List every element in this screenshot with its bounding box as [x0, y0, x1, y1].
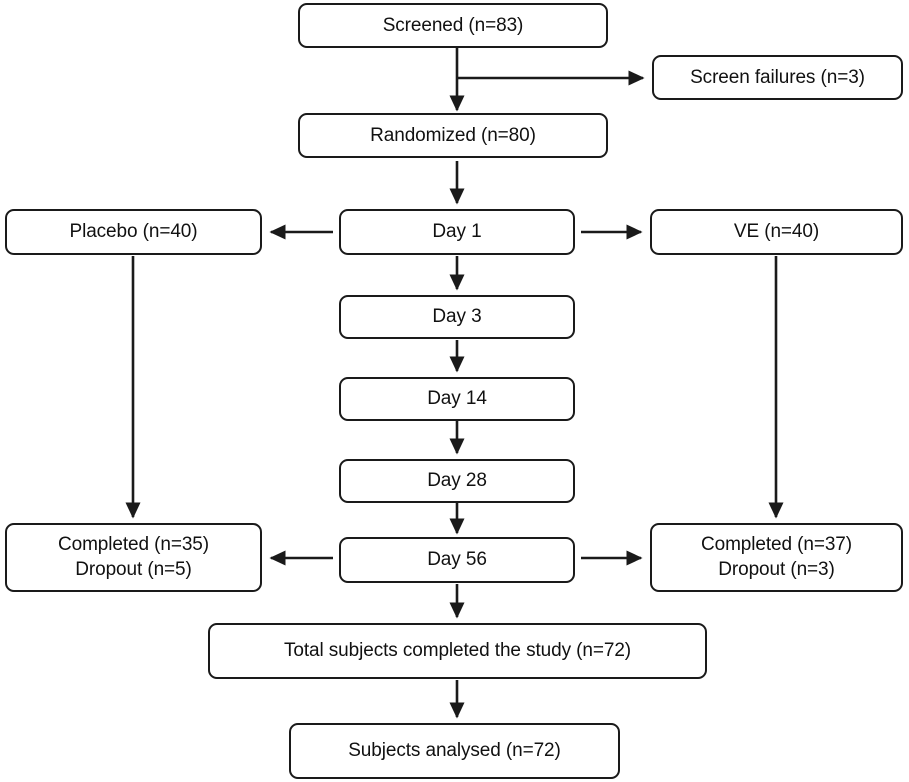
node-placebo-outcome-completed: Completed (n=35) — [57, 533, 209, 555]
node-day1-label: Day 1 — [432, 221, 482, 243]
node-ve-outcome[interactable]: Completed (n=37) Dropout (n=3) — [650, 523, 903, 592]
node-day1[interactable]: Day 1 — [339, 209, 575, 255]
node-screened-label: Screened (n=83) — [382, 14, 524, 36]
node-randomized-label: Randomized (n=80) — [370, 124, 536, 146]
node-total-completed-label: Total subjects completed the study (n=72… — [283, 640, 632, 662]
node-subjects-analysed-label: Subjects analysed (n=72) — [348, 740, 561, 762]
node-placebo-label: Placebo (n=40) — [69, 221, 198, 243]
node-day3[interactable]: Day 3 — [339, 295, 575, 339]
node-screen-failures[interactable]: Screen failures (n=3) — [652, 55, 903, 100]
node-day28-label: Day 28 — [427, 470, 487, 492]
node-ve-outcome-completed: Completed (n=37) — [700, 533, 852, 555]
node-screened[interactable]: Screened (n=83) — [298, 3, 608, 48]
node-day3-label: Day 3 — [432, 306, 482, 328]
node-total-completed[interactable]: Total subjects completed the study (n=72… — [208, 623, 707, 679]
node-ve-outcome-dropout: Dropout (n=3) — [718, 558, 835, 580]
node-day56[interactable]: Day 56 — [339, 537, 575, 583]
node-day14-label: Day 14 — [427, 388, 487, 410]
node-placebo-outcome[interactable]: Completed (n=35) Dropout (n=5) — [5, 523, 262, 592]
node-day56-label: Day 56 — [427, 549, 487, 571]
node-day28[interactable]: Day 28 — [339, 459, 575, 503]
node-screen-failures-label: Screen failures (n=3) — [690, 66, 865, 88]
node-placebo-outcome-dropout: Dropout (n=5) — [75, 558, 192, 580]
node-day14[interactable]: Day 14 — [339, 377, 575, 421]
node-ve-label: VE (n=40) — [733, 221, 820, 243]
node-ve[interactable]: VE (n=40) — [650, 209, 903, 255]
node-randomized[interactable]: Randomized (n=80) — [298, 113, 608, 158]
node-subjects-analysed[interactable]: Subjects analysed (n=72) — [289, 723, 620, 779]
node-placebo[interactable]: Placebo (n=40) — [5, 209, 262, 255]
